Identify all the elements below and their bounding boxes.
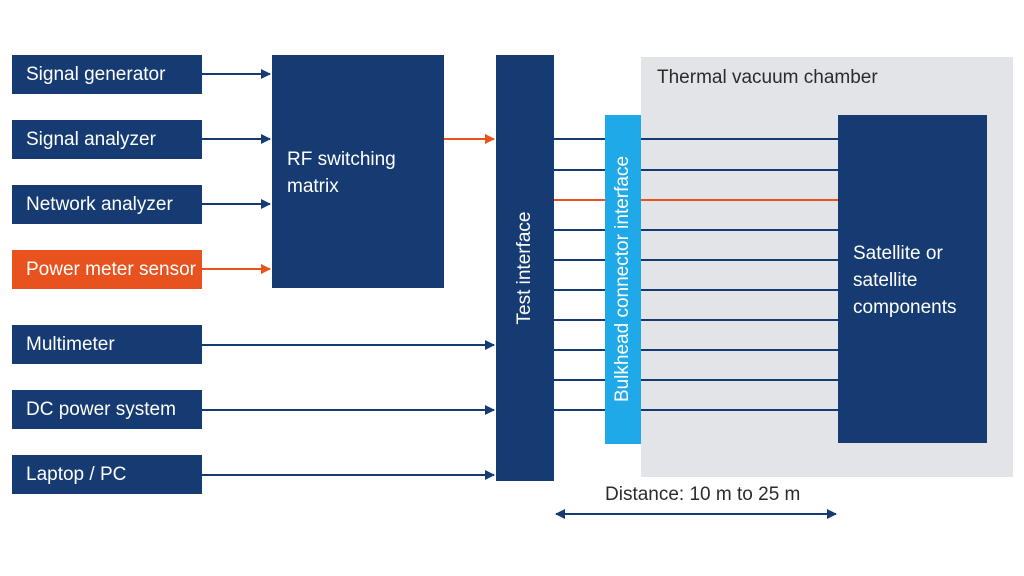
signal-analyzer-box: Signal analyzer xyxy=(12,120,202,159)
rf-switching-matrix-box xyxy=(272,55,444,288)
laptop-pc-box: Laptop / PC xyxy=(12,455,202,494)
signal-generator-box: Signal generator xyxy=(12,55,202,94)
dc-power-system-box: DC power system xyxy=(12,390,202,429)
test-interface-box xyxy=(496,55,554,481)
chamber-label: Thermal vacuum chamber xyxy=(657,67,878,88)
bulkhead-connector-label: Bulkhead connector interface xyxy=(612,155,633,403)
satellite-label: Satellite or satellite components xyxy=(853,243,957,318)
power-meter-sensor-box: Power meter sensor xyxy=(12,250,202,289)
multimeter-box: Multimeter xyxy=(12,325,202,364)
satellite-box xyxy=(838,115,987,443)
network-analyzer-box: Network analyzer xyxy=(12,185,202,224)
cable-bundle xyxy=(554,138,838,411)
bulkhead-connector-box xyxy=(605,115,641,444)
rf-switching-matrix-label: RF switching matrix xyxy=(287,149,396,197)
distance-label: Distance: 10 m to 25 m xyxy=(605,484,801,505)
